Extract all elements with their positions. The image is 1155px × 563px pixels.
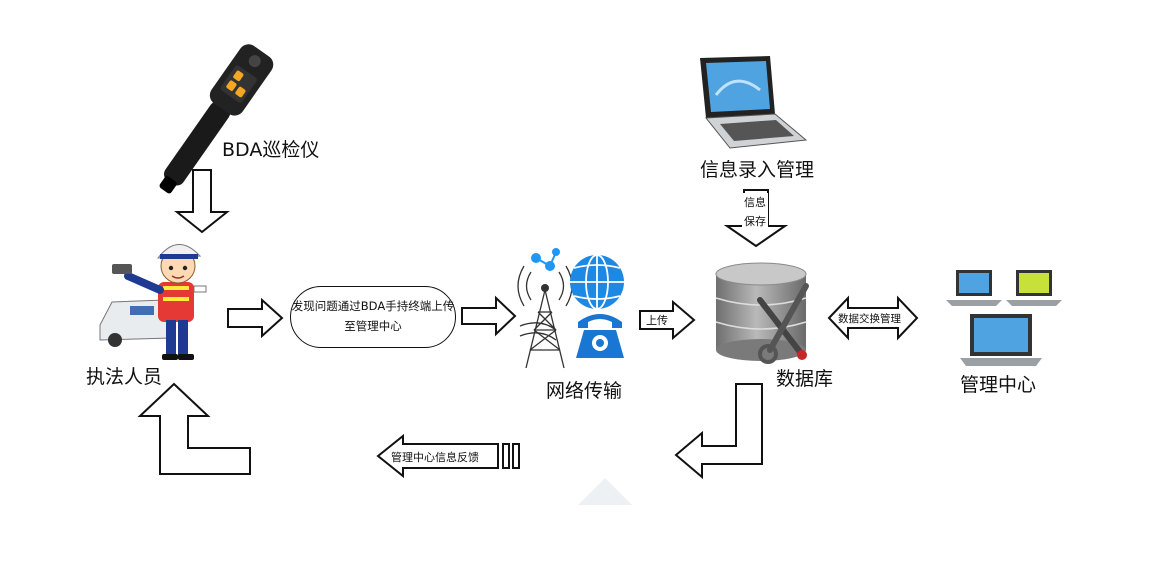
feedback-edge-label: 管理中心信息反馈 [391, 451, 479, 464]
arrow-feedback-bar [502, 443, 510, 469]
arrow-officer-to-report [227, 297, 284, 339]
arrow-device-to-officer [174, 169, 230, 234]
monitors-icon [946, 270, 1062, 366]
officer-label: 执法人员 [86, 366, 163, 388]
save-edge-label: 信息保存 [742, 193, 768, 231]
network-label: 网络传输 [546, 380, 623, 402]
arrow-upload [639, 299, 696, 341]
report-node: 发现问题通过BDA手持终端上传至管理中心 [290, 286, 456, 348]
traffic-police-icon [99, 244, 207, 360]
antenna-globe-phone-icon [517, 248, 624, 369]
database-label: 数据库 [776, 368, 834, 390]
arrow-feedback-bar [512, 443, 520, 469]
upload-edge-label: 上传 [646, 314, 668, 327]
device-label: BDA巡检仪 [222, 139, 320, 161]
arrow-report-to-network [461, 295, 517, 337]
handheld-scanner-icon [159, 44, 274, 194]
arrow-feedback [376, 433, 499, 479]
exchange-edge-label: 数据交换管理 [838, 313, 901, 325]
center-label: 管理中心 [960, 374, 1037, 396]
laptop-icon [700, 56, 808, 149]
entry-label: 信息录入管理 [700, 159, 815, 181]
arrow-feedback-to-officer [137, 382, 251, 475]
arrow-exchange [827, 295, 919, 341]
database-tools-icon [715, 262, 809, 364]
background-triangle [578, 478, 632, 505]
arrow-database-to-feedback [674, 383, 763, 480]
